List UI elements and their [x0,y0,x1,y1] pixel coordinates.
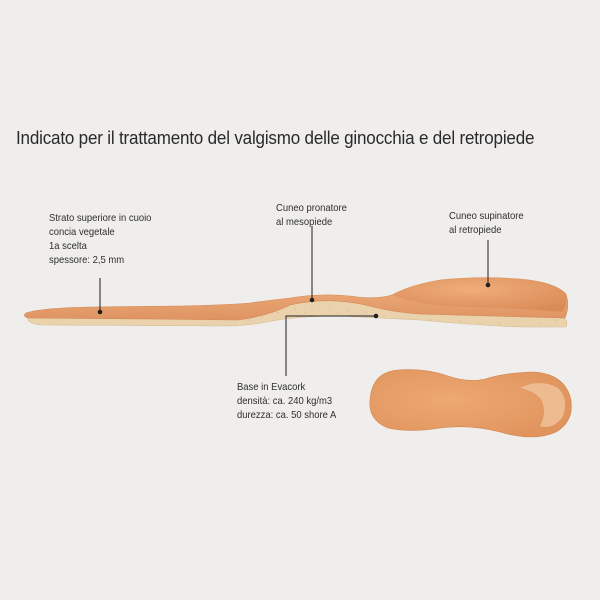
callout-top-layer-line-3: 1a scelta [49,240,87,252]
leader-dot-supinator [485,282,491,288]
leader-dot-top-layer [97,309,103,315]
leader-dot-base [373,313,379,319]
insole-top-view [369,369,572,438]
callout-pronator-line-1: Cuneo pronatore [276,202,347,214]
heel-cup [392,277,567,312]
leader-lines [97,226,491,376]
callout-supinator-line-2: al retropiede [449,224,502,236]
callout-top-layer-line-2: concia vegetale [49,226,115,238]
leader-dot-pronator [309,297,315,303]
callout-supinator-line-1: Cuneo supinatore [449,210,524,222]
callout-base-line-2: densità: ca. 240 kg/m3 [237,395,333,407]
callout-pronator: Cuneo pronatore al mesopiede [276,201,347,229]
callout-base-line-1: Base in Evacork [237,381,306,393]
callout-top-layer-line-1: Strato superiore in cuoio [49,212,152,224]
callout-top-layer: Strato superiore in cuoio concia vegetal… [49,211,151,267]
callout-pronator-line-2: al mesopiede [276,216,333,228]
callout-base: Base in Evacork densità: ca. 240 kg/m3 d… [237,380,336,422]
callout-supinator: Cuneo supinatore al retropiede [449,209,524,237]
page-title: Indicato per il trattamento del valgismo… [16,127,535,148]
leader-line-base [285,315,376,376]
callout-top-layer-line-4: spessore: 2,5 mm [49,254,125,266]
heel-wedge-highlight [520,383,566,427]
cork-texture [249,305,557,324]
callout-base-line-3: durezza: ca. 50 shore A [237,409,337,421]
